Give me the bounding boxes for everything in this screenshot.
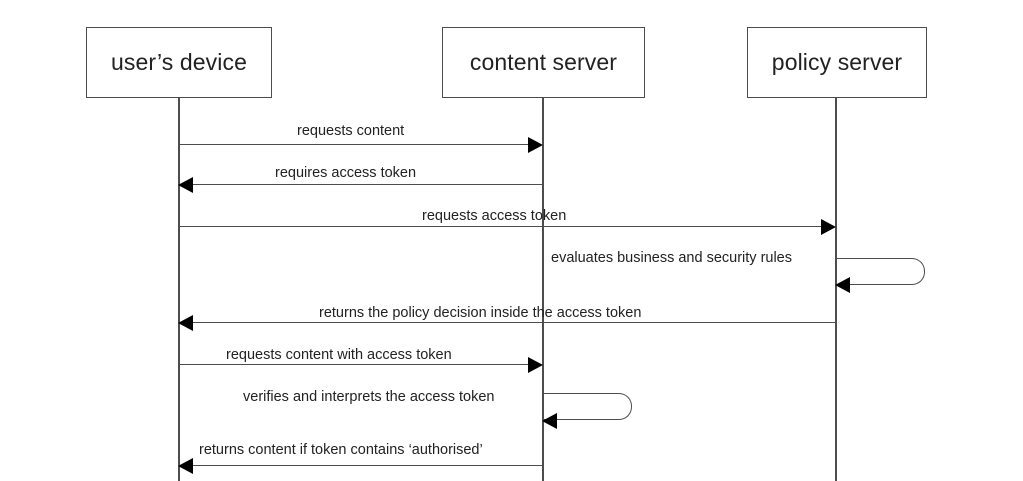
- arrow-head-returns-policy-decision: [178, 315, 193, 331]
- message-line-requests-content: [179, 144, 528, 146]
- message-line-requests-content-with-token: [179, 364, 528, 366]
- message-label-requests-content: requests content: [297, 123, 405, 139]
- self-message-loop-policy-server: [836, 258, 925, 285]
- message-line-requests-access-token: [179, 226, 821, 228]
- message-label-requests-access-token: requests access token: [422, 208, 567, 224]
- message-label-returns-content: returns content if token contains ‘autho…: [199, 442, 483, 458]
- arrow-head-verifies-token: [542, 413, 557, 429]
- message-label-returns-policy-decision: returns the policy decision inside the a…: [319, 305, 642, 321]
- message-label-requires-access-token: requires access token: [275, 165, 417, 181]
- actor-label-content-server: content server: [469, 49, 618, 75]
- message-line-returns-policy-decision: [193, 322, 836, 324]
- arrow-head-returns-content: [178, 458, 193, 474]
- message-line-returns-content: [193, 465, 543, 467]
- arrow-head-requests-content: [528, 137, 543, 153]
- message-label-evaluates-rules: evaluates business and security rules: [551, 250, 792, 266]
- actor-box-user-device[interactable]: user’s device: [86, 27, 272, 98]
- arrow-head-requests-access-token: [821, 219, 836, 235]
- message-label-verifies-token: verifies and interprets the access token: [243, 389, 495, 405]
- actor-label-user-device: user’s device: [111, 49, 247, 75]
- arrow-head-evaluates-rules: [835, 277, 850, 293]
- lifeline-content-server: [542, 98, 544, 481]
- actor-label-policy-server: policy server: [771, 49, 903, 75]
- lifeline-user-device: [178, 98, 180, 481]
- self-message-loop-content-server: [543, 393, 632, 420]
- arrow-head-requests-content-with-token: [528, 357, 543, 373]
- message-line-requires-access-token: [193, 184, 543, 186]
- actor-box-policy-server[interactable]: policy server: [747, 27, 927, 98]
- message-label-requests-content-with-token: requests content with access token: [226, 347, 452, 363]
- arrow-head-requires-access-token: [178, 177, 193, 193]
- actor-box-content-server[interactable]: content server: [442, 27, 645, 98]
